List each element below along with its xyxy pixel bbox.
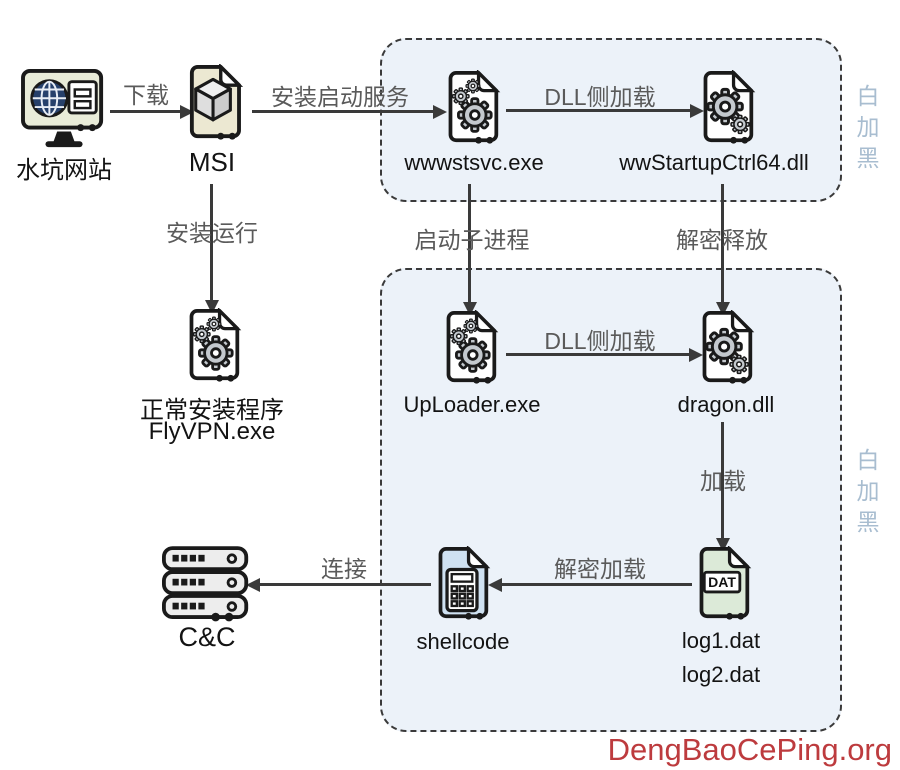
edge-label-dll-sideload-top: DLL侧加载 bbox=[544, 84, 656, 110]
arrow-install-service bbox=[252, 104, 447, 119]
flyvpn-exe-file-icon bbox=[184, 308, 242, 388]
wwwstsvc-label: wwwstsvc.exe bbox=[404, 150, 544, 175]
edge-label-download: 下载 bbox=[123, 82, 169, 108]
arrowhead bbox=[689, 347, 703, 362]
flyvpn-label-line2: FlyVPN.exe bbox=[148, 418, 276, 445]
site-label: 水坑网站 bbox=[16, 157, 112, 184]
arrow-decrypt-load bbox=[488, 577, 692, 592]
dat-file-icon: DAT bbox=[694, 546, 752, 626]
arrow-dll-sideload-top bbox=[506, 103, 704, 118]
side-label-top: 白加黑 bbox=[853, 84, 879, 177]
arrowhead bbox=[433, 104, 447, 119]
watermark-text: DengBaoCePing.org bbox=[607, 732, 892, 767]
dragon-label: dragon.dll bbox=[677, 392, 775, 417]
dat-label-line1: log1.dat bbox=[681, 628, 761, 653]
msi-package-file-icon bbox=[184, 64, 244, 146]
shellcode-label: shellcode bbox=[416, 629, 510, 654]
edge-label-install-run: 安装运行 bbox=[166, 220, 258, 246]
dragon-dll-file-icon bbox=[697, 310, 755, 390]
dat-label-line2: log2.dat bbox=[681, 662, 761, 687]
arrowhead bbox=[690, 103, 704, 118]
uploader-label: UpLoader.exe bbox=[403, 392, 541, 417]
arrow-download bbox=[110, 104, 194, 119]
cnc-label: C&C bbox=[178, 622, 236, 652]
edge-label-dll-sideload-mid: DLL侧加载 bbox=[544, 328, 656, 354]
wwstartupctrl-dll-file-icon bbox=[698, 70, 756, 150]
arrowhead bbox=[246, 577, 260, 592]
uploader-exe-file-icon bbox=[441, 310, 499, 390]
wwwstsvc-exe-file-icon bbox=[443, 70, 501, 150]
arrow-connect bbox=[246, 577, 431, 592]
edge-label-connect: 连接 bbox=[321, 556, 367, 582]
edge-label-install-service: 安装启动服务 bbox=[271, 84, 409, 110]
arrow-dll-sideload-mid bbox=[506, 347, 703, 362]
flyvpn-label-line1: 正常安装程序 bbox=[140, 397, 284, 424]
edge-label-start-child: 启动子进程 bbox=[414, 227, 530, 253]
cnc-server-stack-icon bbox=[162, 546, 252, 629]
website-monitor-icon bbox=[20, 68, 110, 157]
edge-label-decrypt-load: 解密加载 bbox=[554, 556, 646, 582]
dat-badge-text: DAT bbox=[708, 574, 736, 590]
startupctrl-label: wwStartupCtrl64.dll bbox=[619, 150, 809, 175]
shellcode-calculator-icon bbox=[433, 546, 491, 626]
side-label-bottom: 白加黑 bbox=[853, 448, 879, 541]
arrowhead bbox=[488, 577, 502, 592]
edge-label-load: 加载 bbox=[700, 468, 746, 494]
edge-label-decrypt-release: 解密释放 bbox=[676, 227, 768, 253]
msi-label: MSI bbox=[188, 147, 236, 177]
